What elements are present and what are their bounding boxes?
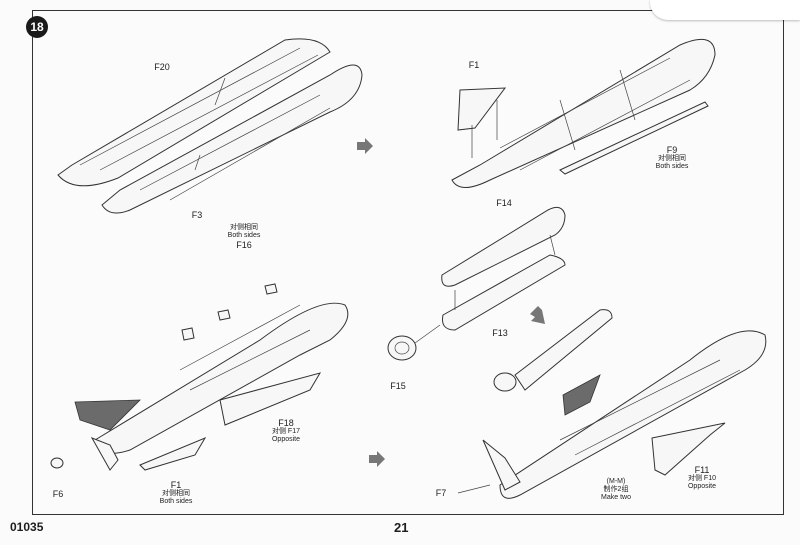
label-f16-cn: 对侧相同 — [230, 224, 258, 231]
fuselage-halves-drawing — [57, 38, 363, 214]
label-f1-bottom-group: F1 对侧相同 Both sides — [160, 480, 193, 506]
label-f11-cn: 对侧 F10 — [687, 475, 716, 483]
label-make-two-cn: 制作2组 — [603, 486, 629, 494]
label-f15: F15 — [390, 381, 406, 391]
label-f1-note: Both sides — [159, 498, 193, 506]
step-number-badge: 18 — [26, 16, 48, 38]
label-f9-group: F9 对侧相同 Both sides — [656, 145, 689, 171]
footer-product-code: 01035 — [10, 520, 44, 534]
label-f3: F3 — [191, 210, 203, 220]
direction-arrow-3 — [530, 306, 545, 324]
label-f9: F9 — [666, 145, 678, 155]
label-f18: F18 — [278, 418, 294, 428]
label-f11-group: F11 对侧 F10 Opposite — [688, 465, 716, 491]
label-f9-note: Both sides — [655, 163, 689, 171]
label-f18-group: F18 对侧 F17 Opposite — [272, 418, 300, 444]
label-f14: F14 — [496, 198, 512, 208]
label-f6: F6 — [52, 489, 64, 499]
label-f7: F7 — [435, 488, 447, 498]
label-f11: F11 — [694, 465, 710, 475]
direction-arrow-2 — [369, 451, 385, 467]
label-f1-bottom: F1 — [170, 480, 182, 490]
label-f9-cn: 对侧相同 — [658, 155, 686, 163]
label-f1-top: F1 — [468, 60, 480, 70]
label-f20: F20 — [154, 62, 170, 72]
label-f16: F16 — [236, 240, 252, 251]
missile-assembly-left-drawing — [50, 283, 349, 471]
missile-assembly-right-drawing — [457, 309, 767, 499]
label-f1-cn: 对侧相同 — [162, 490, 190, 498]
label-f16-group: 对侧相同 Both sides F16 — [228, 224, 261, 250]
label-make-two-group: (M-M) 制作2组 Make two — [601, 478, 631, 502]
direction-arrow-1 — [357, 138, 373, 154]
scan-corner-patch — [650, 0, 800, 20]
label-f18-note: Opposite — [271, 436, 301, 444]
label-make-two: Make two — [601, 494, 631, 502]
label-f11-note: Opposite — [687, 483, 717, 491]
nozzle-tube-drawing — [387, 206, 566, 361]
footer-page-number: 21 — [394, 520, 409, 535]
label-f13: F13 — [492, 328, 508, 338]
page-frame — [32, 10, 784, 515]
label-f18-cn: 对侧 F17 — [271, 428, 300, 436]
label-mm: (M-M) — [606, 478, 626, 485]
label-f16-note: Both sides — [227, 232, 261, 240]
body-with-strake-drawing — [451, 38, 716, 188]
